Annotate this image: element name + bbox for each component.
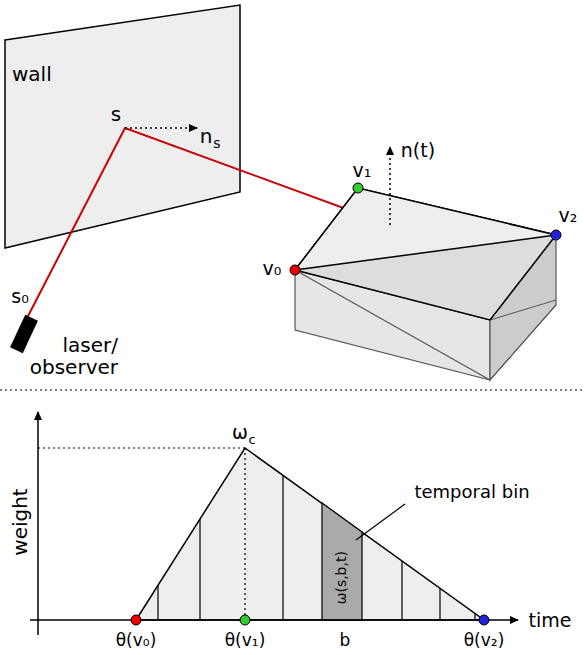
vertex-label: v₀ (263, 258, 282, 279)
callout-label: temporal bin (412, 482, 531, 502)
normal-label: n(t) (401, 140, 435, 161)
vertex-dot (353, 183, 363, 193)
face-normal (389, 147, 391, 225)
box-top (295, 188, 556, 320)
bin-divider (282, 475, 283, 620)
guide-line (244, 448, 245, 620)
time-dot (240, 615, 250, 625)
leader-line (356, 504, 405, 540)
time-dot (479, 615, 489, 625)
tick-label: θ(v₀) (116, 631, 157, 650)
wall-normal (125, 127, 197, 129)
vertex-dot (290, 265, 300, 275)
vertex-dot (551, 230, 561, 240)
vertex-label: v₂ (559, 205, 578, 226)
guide-line (38, 447, 245, 448)
axis-label: weight (9, 488, 31, 555)
vertex-label: v₁ (353, 160, 372, 181)
axis-label: time (529, 610, 572, 631)
bin-divider (401, 561, 402, 620)
tick-label: θ(v₁) (225, 631, 266, 650)
time-dot (131, 615, 141, 625)
peak-label: ω (232, 422, 248, 443)
wall-plane (5, 5, 240, 248)
point-label: s (111, 103, 121, 125)
wall-label: wall (12, 62, 52, 86)
point-label: s₀ (11, 286, 29, 307)
bin-label: ω(s,b,t) (334, 551, 349, 604)
weight-triangle (136, 448, 484, 620)
tick-label: θ(v₂) (464, 631, 505, 650)
y-axis (37, 412, 39, 635)
bin-divider (439, 588, 440, 620)
subscript: s (213, 136, 220, 151)
triangle-face (295, 188, 556, 270)
separator (0, 389, 584, 390)
normal-label: n (200, 125, 213, 147)
x-axis (30, 619, 518, 621)
laser-device (10, 315, 38, 354)
tick-label: b (340, 631, 351, 650)
device-label: laser/ observer (6, 334, 118, 378)
temporal-bin (322, 503, 362, 620)
wall-region: wall (12, 62, 52, 86)
bin-divider (157, 585, 158, 620)
bin-divider (474, 614, 475, 620)
mesh-edge (490, 305, 556, 380)
subscript: c (248, 433, 255, 447)
bin-divider (199, 519, 200, 620)
